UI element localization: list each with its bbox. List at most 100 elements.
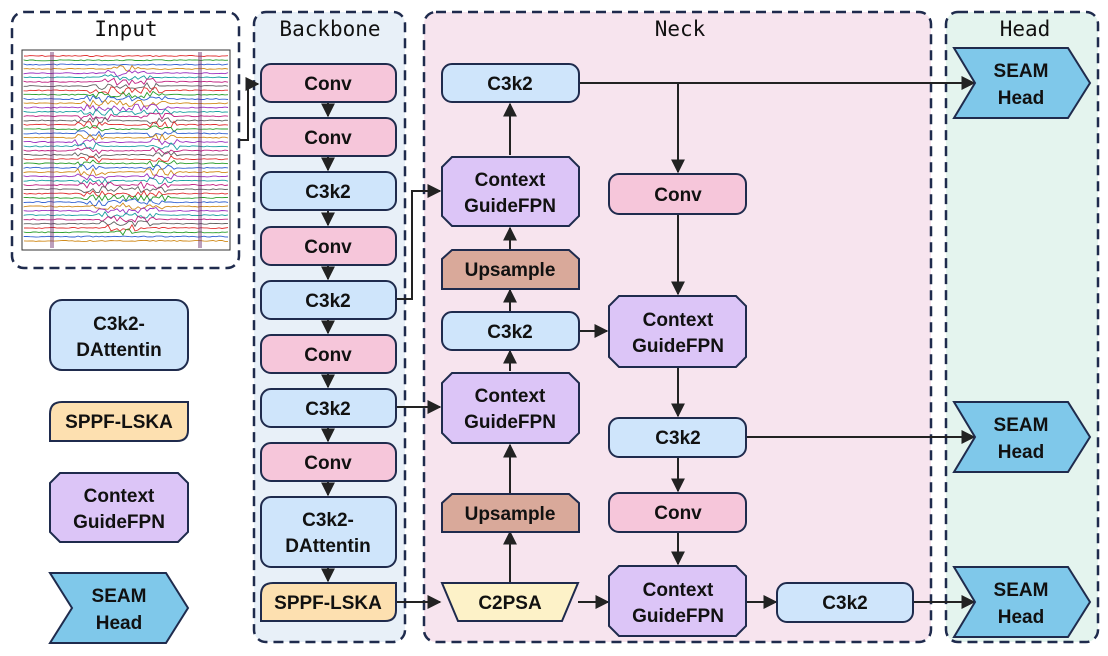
signal-trace [23,99,229,108]
svg-text:Conv: Conv [654,503,702,524]
svg-text:Context: Context [475,170,546,191]
neck-upsample-bottom: Upsample [441,493,580,533]
seam-head-2: SEAM Head [952,401,1092,473]
signal-trace [23,228,229,236]
svg-text:SPPF-LSKA: SPPF-LSKA [65,412,173,433]
signal-trace [23,163,229,171]
signal-trace [23,215,228,223]
signal-trace [23,235,229,238]
input-signal-image [21,49,231,251]
seam-head-3: SEAM Head [952,566,1092,638]
neck-upsample-top: Upsample [441,249,580,290]
backbone-conv-2: Conv [260,117,397,157]
svg-text:Context: Context [643,310,714,331]
svg-text:DAttentin: DAttentin [76,340,161,361]
signal-trace [23,202,229,210]
svg-text:SEAM: SEAM [994,61,1049,82]
neck-c2psa: C2PSA [440,582,580,622]
signal-trace [23,206,229,215]
seam-head-1: SEAM Head [952,47,1092,119]
legend-context-guidefpn: Context GuideFPN [49,472,189,543]
svg-text:Conv: Conv [304,453,352,474]
svg-text:Head: Head [998,607,1044,628]
svg-text:C3k2: C3k2 [305,182,350,203]
backbone-c3k2-dattentin: C3k2- DAttentin [260,496,397,568]
signal-trace [23,176,229,185]
backbone-conv-1: Conv [260,63,397,103]
input-title: Input [94,17,157,41]
signal-trace [23,198,229,206]
neck-c3k2-right: C3k2 [608,417,747,458]
svg-text:GuideFPN: GuideFPN [632,336,724,357]
backbone-conv-5: Conv [260,442,397,482]
neck-c3k2-mid: C3k2 [441,311,580,351]
head-panel [944,10,1100,644]
neck-conv-right-top: Conv [608,173,747,215]
svg-text:SPPF-LSKA: SPPF-LSKA [274,593,382,614]
svg-text:GuideFPN: GuideFPN [464,196,556,217]
svg-text:SEAM: SEAM [994,580,1049,601]
signal-trace [23,86,228,95]
signal-trace [23,82,229,91]
legend-seam-head: SEAM Head [48,572,190,644]
svg-text:SEAM: SEAM [994,415,1049,436]
backbone-conv-3: Conv [260,226,397,266]
neck-context-guidefpn-top: Context GuideFPN [441,156,580,227]
signal-trace [23,63,229,66]
signal-trace [23,103,229,112]
signal-trace [23,185,229,194]
signal-trace [23,210,229,219]
signal-trace [23,107,229,116]
signal-trace [23,239,228,242]
signal-trace [23,94,229,103]
svg-text:Conv: Conv [304,237,352,258]
signal-trace [23,90,229,99]
svg-text:C3k2: C3k2 [655,428,700,449]
signal-trace [23,159,229,168]
svg-text:Head: Head [998,442,1044,463]
signal-trace [23,167,229,177]
svg-text:Conv: Conv [304,345,352,366]
signal-trace [23,137,229,146]
backbone-sppf-lska: SPPF-LSKA [260,582,397,622]
legend-sppf-lska: SPPF-LSKA [49,401,189,442]
signal-trace [23,77,229,86]
neck-context-guidefpn-right-bottom: Context GuideFPN [608,565,747,637]
signal-spike-band [50,52,54,248]
svg-text:Context: Context [475,386,546,407]
svg-text:GuideFPN: GuideFPN [632,606,724,627]
signal-trace [23,69,229,78]
signal-spike-band [198,52,202,248]
neck-context-guidefpn-mid: Context GuideFPN [441,372,580,444]
head-title: Head [1000,17,1051,41]
svg-text:Conv: Conv [304,128,352,149]
backbone-c3k2-3: C3k2 [260,388,397,428]
svg-text:Conv: Conv [304,74,352,95]
signal-trace [23,151,229,159]
svg-text:C2PSA: C2PSA [478,593,542,614]
svg-text:C3k2-: C3k2- [302,510,354,531]
signal-trace [23,146,229,155]
signal-trace [23,59,229,62]
signal-trace [23,130,229,138]
svg-text:Conv: Conv [654,185,702,206]
neck-c3k2-output: C3k2 [776,582,914,623]
backbone-conv-4: Conv [260,334,397,374]
signal-trace [23,120,229,129]
svg-text:C3k2: C3k2 [305,399,350,420]
svg-text:Context: Context [643,580,714,601]
svg-text:C3k2: C3k2 [487,322,532,343]
neck-context-guidefpn-right-mid: Context GuideFPN [608,295,747,368]
signal-trace [23,116,229,125]
neck-c3k2-top: C3k2 [441,63,580,103]
svg-text:GuideFPN: GuideFPN [73,512,165,533]
svg-text:Head: Head [96,613,142,634]
signal-trace [23,55,229,57]
svg-text:GuideFPN: GuideFPN [464,412,556,433]
signal-trace [23,181,229,190]
neck-conv-right-bottom: Conv [608,492,747,533]
svg-text:C3k2-: C3k2- [93,314,145,335]
svg-text:C3k2: C3k2 [822,593,867,614]
signal-trace [23,173,229,181]
